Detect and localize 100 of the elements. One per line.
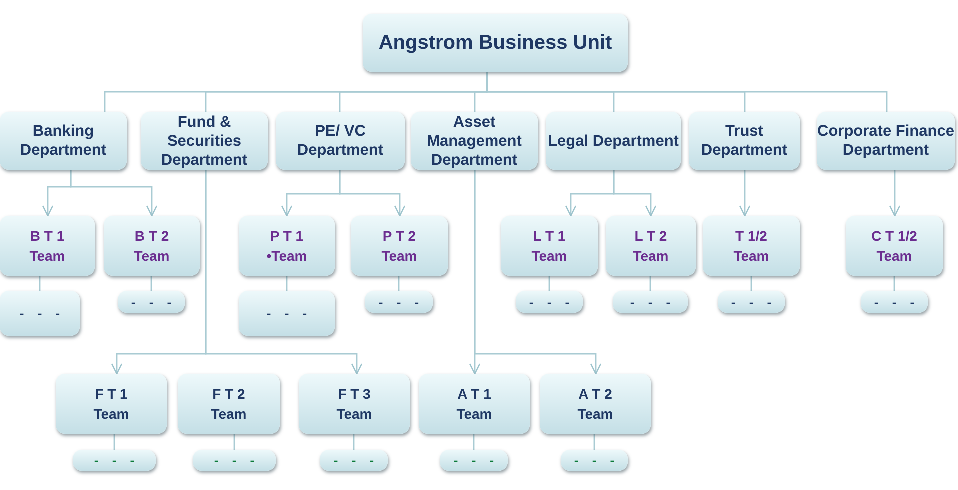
team-label: F T 1 [95,385,128,404]
team-box [501,216,598,276]
connector-line [286,276,288,291]
team-box [351,216,448,276]
department-box [0,112,127,170]
team-label: Team [336,405,372,424]
connector-line [339,170,406,217]
placeholder-box [861,291,928,313]
team-label: B T 1 [30,227,65,246]
team-label: Team [134,247,170,266]
placeholder-box [73,450,156,471]
team-label: Team [382,247,418,266]
team-box [299,374,410,434]
department-box [689,112,800,170]
team-box [419,374,530,434]
placeholder-box [440,450,508,471]
placeholder-dashes: - - - [20,306,60,321]
team-label: F T 3 [338,385,371,404]
team-box [703,216,800,276]
placeholder-box [561,450,628,471]
team-box [178,374,280,434]
team-box [846,216,943,276]
team-label: Team [94,405,130,424]
placeholder-box [239,291,335,336]
department-box [276,112,405,170]
connector-line [739,170,751,217]
team-label: Team [211,405,247,424]
connector-line [750,276,752,291]
connector-line [114,434,116,450]
team-label: Team [633,247,669,266]
unit-title: Angstrom Business Unit [378,32,612,54]
department-name: Legal Department [548,132,679,150]
team-label: P T 2 [382,227,416,246]
team-label: A T 1 [458,385,492,404]
placeholder-box [516,291,583,313]
connector-line [205,170,363,375]
team-label: A T 2 [578,385,612,404]
team-label: Team [456,405,492,424]
team-label: L T 2 [634,227,668,246]
department-name: Corporate Finance Department [817,122,955,160]
connector-line [473,434,475,450]
team-label: B T 2 [134,227,170,246]
department-name: Asset Management Department [426,112,523,170]
placeholder-dashes: - - - [94,453,135,468]
team-box [606,216,696,276]
team-label: P T 1 [270,227,304,246]
department-name: Fund & Securities Department [160,112,249,170]
department-name: Banking Department [19,122,108,160]
team-label: Team [532,247,568,266]
connector-line [150,276,152,291]
team-box [56,374,167,434]
unit-box [363,14,628,72]
team-label: Team [734,247,770,266]
department-name: Trust Department [700,122,789,160]
team-label: Team [578,405,614,424]
connector-line [613,170,657,217]
department-box [411,112,538,170]
team-label: L T 1 [533,227,566,246]
team-label: Team [30,247,66,266]
connector-line [353,434,355,450]
placeholder-dashes: - - - [574,453,615,468]
connector-line [474,170,602,375]
placeholder-box [193,450,276,471]
team-label: T 1/2 [736,227,768,246]
connector-line [234,434,236,450]
connector-line [39,276,41,291]
department-name: PE/ VC Department [296,122,385,160]
placeholder-box [718,291,785,313]
department-box [546,112,681,170]
team-label: C T 1/2 [872,227,918,246]
placeholder-dashes: - - - [266,306,308,321]
department-box [817,112,955,170]
team-label: •Team [266,247,308,266]
connector-line [889,170,901,217]
placeholder-dashes: - - - [378,294,420,310]
connector-line [894,276,896,291]
connector-line [398,276,400,291]
department-box [141,112,268,170]
placeholder-dashes: - - - [214,453,255,468]
placeholder-box [365,291,433,313]
placeholder-dashes: - - - [874,294,915,310]
connector-line [594,434,596,450]
placeholder-dashes: - - - [630,294,671,310]
placeholder-dashes: - - - [454,453,494,468]
placeholder-dashes: - - - [731,294,772,310]
connector-line [650,276,652,291]
connector-line [548,276,550,291]
placeholder-dashes: - - - [334,453,374,468]
placeholder-dashes: - - - [131,294,172,310]
team-box [0,216,95,276]
connector-line [70,170,158,217]
team-box [239,216,335,276]
placeholder-box [118,291,185,313]
team-box [104,216,200,276]
placeholder-box [0,291,80,336]
team-label: Team [876,247,912,266]
team-box [540,374,651,434]
placeholder-box [320,450,388,471]
team-label: F T 2 [212,385,246,404]
placeholder-dashes: - - - [529,294,570,310]
